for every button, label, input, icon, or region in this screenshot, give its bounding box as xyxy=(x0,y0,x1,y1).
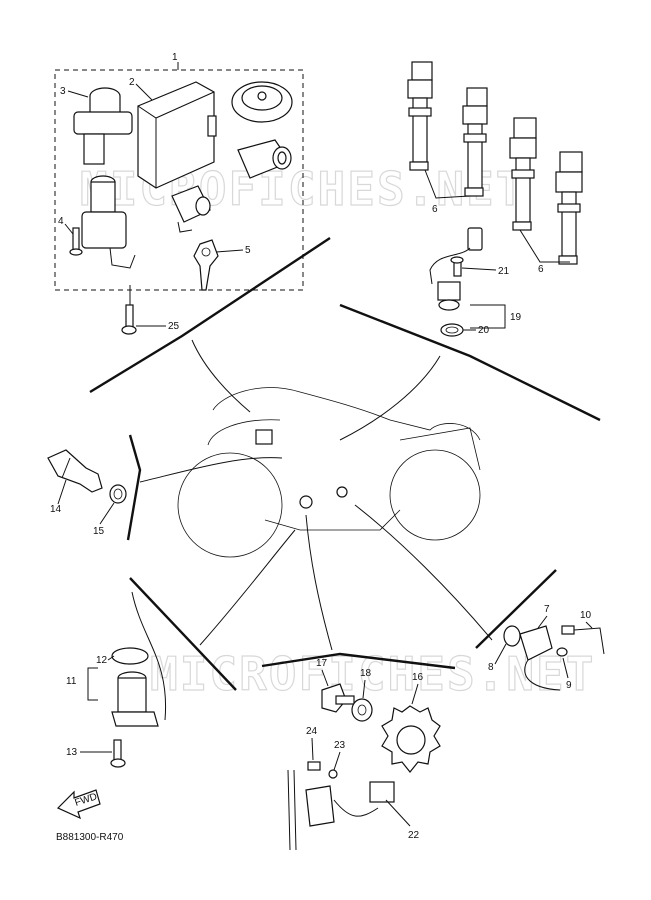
callout-18: 18 xyxy=(360,668,372,679)
callout-1: 1 xyxy=(172,52,178,63)
callout-14: 14 xyxy=(50,504,62,515)
sensor-7-group xyxy=(503,625,605,691)
callout-8: 8 xyxy=(488,662,494,673)
sensor-19-group xyxy=(429,227,506,337)
callout-3: 3 xyxy=(60,86,66,97)
lock-set-group xyxy=(54,62,304,305)
callout-7: 7 xyxy=(544,604,550,615)
fuel-cap-lock xyxy=(231,81,293,123)
helmet-lock xyxy=(171,185,211,233)
callout-16: 16 xyxy=(412,672,424,683)
ignition-coil-3 xyxy=(509,117,537,231)
callout-10: 10 xyxy=(580,610,592,621)
pointer-arrows xyxy=(139,339,493,651)
callout-23: 23 xyxy=(334,740,346,751)
callout-6b: 6 xyxy=(538,264,544,275)
callout-12: 12 xyxy=(96,655,108,666)
diagram-code: B881300-R470 xyxy=(56,832,124,843)
callout-labels: 1 2 3 4 5 6 6 19 20 21 25 14 15 11 12 13… xyxy=(50,52,593,841)
callout-15: 15 xyxy=(93,526,105,537)
motorcycle-silhouette xyxy=(177,387,481,558)
screw-4 xyxy=(69,227,83,256)
ignition-coils-group xyxy=(407,61,583,265)
callout-17: 17 xyxy=(316,658,328,669)
key xyxy=(193,239,219,291)
callout-11: 11 xyxy=(66,676,77,687)
callout-5: 5 xyxy=(245,245,251,256)
sensor-14-group xyxy=(47,449,127,504)
seat-lock-cylinder xyxy=(237,139,292,179)
bracket-lines xyxy=(89,236,601,691)
callout-2: 2 xyxy=(129,77,135,88)
ignition-coil-1 xyxy=(407,61,433,171)
ignition-coil-4 xyxy=(555,151,583,265)
callout-19: 19 xyxy=(510,312,522,323)
callout-22: 22 xyxy=(408,830,420,841)
callout-13: 13 xyxy=(66,747,78,758)
ignition-coil-2 xyxy=(462,87,488,197)
ecu-unit xyxy=(137,81,217,189)
bolt-25 xyxy=(121,304,137,335)
callout-9: 9 xyxy=(566,680,572,691)
callout-20: 20 xyxy=(478,325,490,336)
sensor-11-group xyxy=(87,591,167,768)
callout-4: 4 xyxy=(58,216,64,227)
sprocket-group xyxy=(287,683,441,851)
fwd-arrow-icon: FWD xyxy=(56,789,101,820)
callout-21: 21 xyxy=(498,266,510,277)
callout-25: 25 xyxy=(168,321,180,332)
callout-6a: 6 xyxy=(432,204,438,215)
callout-24: 24 xyxy=(306,726,318,737)
watermark-bottom: MICROFICHES.NET xyxy=(150,647,595,701)
ignition-switch xyxy=(73,87,136,269)
